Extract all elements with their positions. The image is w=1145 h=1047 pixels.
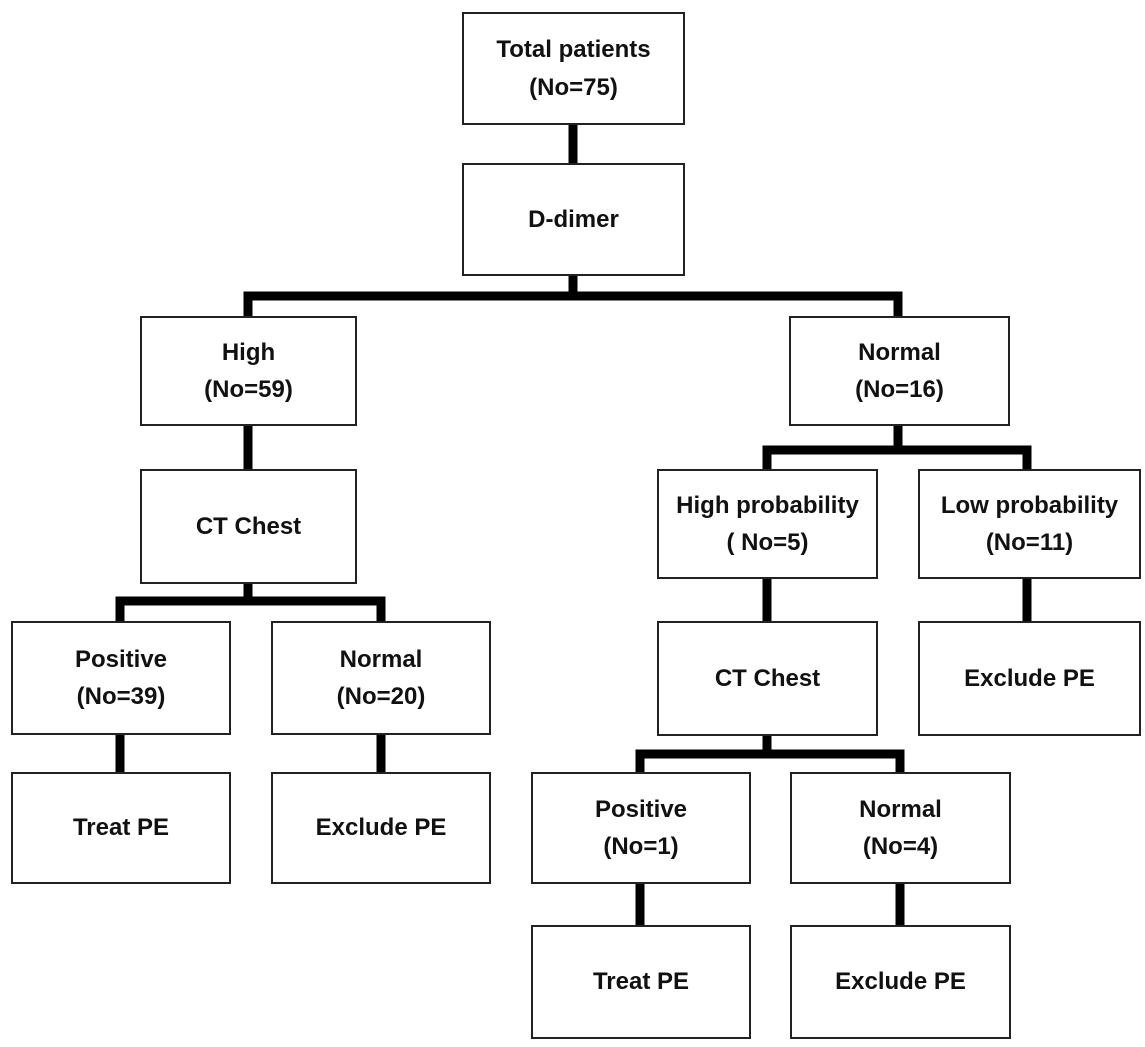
node-count: (No=39) [76, 683, 166, 710]
node-label: Normal [339, 645, 423, 673]
ct-chest-left-node: CT Chest [140, 469, 357, 584]
node-label: Treat PE [72, 814, 170, 842]
node-label: Exclude PE [315, 814, 447, 842]
node-count: ( No=5) [726, 529, 809, 556]
d-dimer-node: D-dimer [462, 163, 685, 276]
connector-normal-branches [762, 421, 1032, 474]
node-count: (No=11) [985, 529, 1074, 556]
high-probability-node: High probability ( No=5) [657, 469, 878, 579]
node-label: Low probability [940, 491, 1119, 519]
total-patients-node: Total patients (No=75) [462, 12, 685, 125]
node-count: (No=75) [529, 73, 618, 101]
node-count: (No=1) [603, 833, 679, 860]
node-label: High [221, 338, 276, 366]
node-label: Total patients [496, 36, 651, 64]
normal-left-node: Normal (No=20) [271, 621, 491, 735]
node-label: Normal [858, 338, 941, 366]
high-node: High (No=59) [140, 316, 357, 426]
ct-chest-right-node: CT Chest [657, 621, 878, 736]
connector-ddimer-branches [243, 271, 903, 321]
connector-ctchest-r-branches [635, 731, 905, 777]
node-count: (No=20) [336, 683, 426, 710]
positive-left-node: Positive (No=39) [11, 621, 231, 735]
node-label: High probability [676, 491, 859, 519]
exclude-pe-left-node: Exclude PE [271, 772, 491, 884]
connector-ctchest-l-branches [115, 579, 386, 626]
exclude-pe-right-node: Exclude PE [790, 925, 1011, 1039]
node-label: CT Chest [195, 512, 302, 540]
normal-right-node: Normal (No=4) [790, 772, 1011, 884]
node-label: Positive [594, 795, 688, 823]
positive-right-node: Positive (No=1) [531, 772, 751, 884]
exclude-pe-low-prob-node: Exclude PE [918, 621, 1141, 736]
node-count: (No=4) [862, 833, 939, 860]
node-count: (No=59) [204, 376, 293, 403]
node-label: Treat PE [592, 968, 690, 996]
node-label: Normal [859, 795, 942, 823]
node-label: D-dimer [528, 205, 619, 233]
node-count: (No=16) [855, 376, 944, 403]
treat-pe-left-node: Treat PE [11, 772, 231, 884]
low-probability-node: Low probability (No=11) [918, 469, 1141, 579]
node-label: CT Chest [714, 664, 821, 692]
normal-node: Normal (No=16) [789, 316, 1010, 426]
treat-pe-right-node: Treat PE [531, 925, 751, 1039]
node-label: Exclude PE [835, 968, 966, 996]
node-label: Positive [74, 645, 168, 673]
node-label: Exclude PE [964, 664, 1095, 692]
